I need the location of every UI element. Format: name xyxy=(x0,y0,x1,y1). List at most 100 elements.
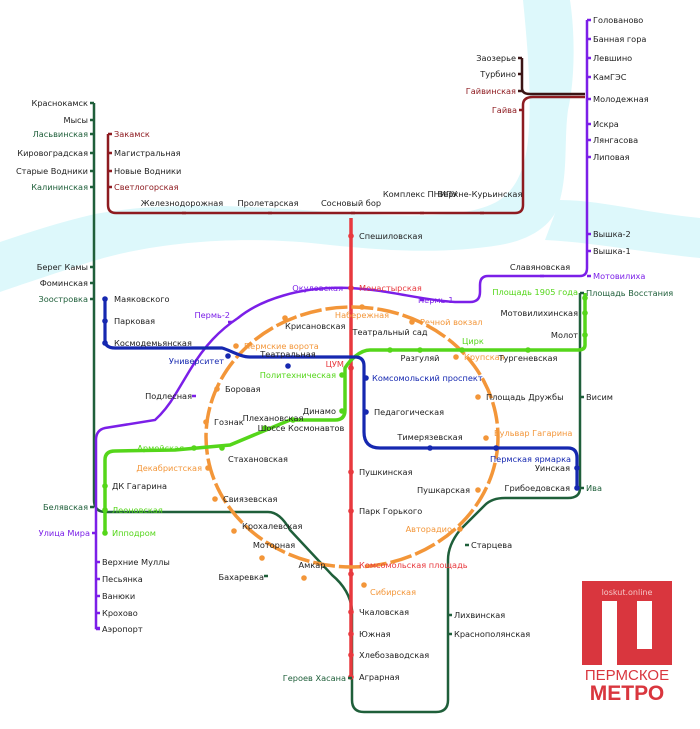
station-label[interactable]: Тургеневская xyxy=(498,353,558,363)
station-label[interactable]: Крохово xyxy=(102,608,138,618)
station-marker[interactable] xyxy=(587,75,591,79)
station-marker[interactable] xyxy=(348,508,354,514)
station-marker[interactable] xyxy=(282,315,288,321)
station-label[interactable]: Грибоедовская xyxy=(505,483,571,493)
station-marker[interactable] xyxy=(348,233,354,239)
station-label[interactable]: ЦУМ xyxy=(326,359,344,369)
station-label[interactable]: Висим xyxy=(586,392,613,402)
station-label[interactable]: Подлесная xyxy=(145,391,192,401)
station-label[interactable]: Пролетарская xyxy=(237,198,298,208)
station-marker[interactable] xyxy=(580,395,584,399)
station-label[interactable]: Железнодорожная xyxy=(141,198,223,208)
station-label[interactable]: Мотовилихинская xyxy=(501,308,579,318)
station-label[interactable]: Пермь-2 xyxy=(194,310,230,320)
station-marker[interactable] xyxy=(457,526,463,532)
station-label[interactable]: Пермь-1 xyxy=(418,295,454,305)
station-label[interactable]: Пермские ворота xyxy=(244,341,319,351)
station-label[interactable]: Авторадио xyxy=(406,524,452,534)
station-label[interactable]: Берег Камы xyxy=(37,262,88,272)
station-marker[interactable] xyxy=(348,285,354,291)
station-marker[interactable] xyxy=(90,185,94,189)
station-marker[interactable] xyxy=(363,409,369,415)
station-label[interactable]: Старые Водники xyxy=(16,166,88,176)
station-marker[interactable] xyxy=(587,274,591,278)
station-marker[interactable] xyxy=(448,632,452,636)
station-label[interactable]: Площадь 1905 года xyxy=(492,287,578,297)
station-label[interactable]: Липовая xyxy=(593,152,630,162)
station-label[interactable]: Вышка-2 xyxy=(593,229,631,239)
station-marker[interactable] xyxy=(540,274,544,278)
station-label[interactable]: Монастырская xyxy=(359,283,422,293)
station-label[interactable]: Крупская xyxy=(464,352,505,362)
station-label[interactable]: Гайва xyxy=(492,105,517,115)
station-marker[interactable] xyxy=(102,483,108,489)
station-marker[interactable] xyxy=(96,560,100,564)
station-label[interactable]: Гознак xyxy=(214,417,244,427)
station-label[interactable]: Молодежная xyxy=(593,94,649,104)
station-label[interactable]: Бульвар Гагарина xyxy=(494,428,572,438)
station-label[interactable]: Леоновская xyxy=(112,505,163,515)
station-marker[interactable] xyxy=(359,304,365,310)
station-label[interactable]: Маяковского xyxy=(114,294,170,304)
station-label[interactable]: Стахановская xyxy=(228,454,288,464)
station-marker[interactable] xyxy=(264,574,268,578)
station-label[interactable]: Уинская xyxy=(535,463,570,473)
station-marker[interactable] xyxy=(574,465,580,471)
station-label[interactable]: Спешиловская xyxy=(359,231,422,241)
station-marker[interactable] xyxy=(203,419,209,425)
station-label[interactable]: Фоминская xyxy=(40,278,88,288)
station-marker[interactable] xyxy=(102,318,108,324)
station-marker[interactable] xyxy=(459,347,465,353)
station-marker[interactable] xyxy=(587,249,591,253)
station-label[interactable]: Боровая xyxy=(225,384,261,394)
station-marker[interactable] xyxy=(268,211,272,215)
station-label[interactable]: Молот xyxy=(551,330,578,340)
station-marker[interactable] xyxy=(108,132,112,136)
station-label[interactable]: Лянгасова xyxy=(593,135,638,145)
station-marker[interactable] xyxy=(448,613,452,617)
station-marker[interactable] xyxy=(90,265,94,269)
station-label[interactable]: Левшино xyxy=(593,53,632,63)
station-label[interactable]: Кировоградская xyxy=(17,148,88,158)
station-label[interactable]: КамГЭС xyxy=(593,72,627,82)
station-marker[interactable] xyxy=(225,353,231,359)
station-marker[interactable] xyxy=(301,575,307,581)
station-marker[interactable] xyxy=(96,627,100,631)
station-label[interactable]: Пушкинская xyxy=(359,467,413,477)
station-marker[interactable] xyxy=(351,211,355,215)
station-label[interactable]: ДК Гагарина xyxy=(112,481,167,491)
station-marker[interactable] xyxy=(574,485,580,491)
station-label[interactable]: Верхние Муллы xyxy=(102,557,170,567)
station-marker[interactable] xyxy=(90,169,94,173)
station-label[interactable]: Цирк xyxy=(462,336,484,346)
station-marker[interactable] xyxy=(259,555,265,561)
station-marker[interactable] xyxy=(108,169,112,173)
station-marker[interactable] xyxy=(475,394,481,400)
station-marker[interactable] xyxy=(519,108,523,112)
station-label[interactable]: Аграрная xyxy=(359,672,400,682)
station-label[interactable]: Лихвинская xyxy=(454,610,505,620)
station-marker[interactable] xyxy=(525,347,531,353)
station-label[interactable]: Вышка-1 xyxy=(593,246,631,256)
station-marker[interactable] xyxy=(363,375,369,381)
station-label[interactable]: Шоссе Космонавтов xyxy=(258,423,345,433)
station-marker[interactable] xyxy=(387,347,393,353)
station-label[interactable]: Ива xyxy=(586,483,602,493)
station-label[interactable]: Сибирская xyxy=(370,587,416,597)
station-label[interactable]: Ласьвинская xyxy=(33,129,88,139)
station-marker[interactable] xyxy=(420,211,424,215)
station-label[interactable]: Пушкарская xyxy=(417,485,470,495)
station-label[interactable]: Декабристская xyxy=(136,463,202,473)
station-marker[interactable] xyxy=(420,298,424,302)
station-label[interactable]: Театральный сад xyxy=(351,327,427,337)
station-label[interactable]: Хлебозаводская xyxy=(359,650,429,660)
station-label[interactable]: Калининская xyxy=(31,182,88,192)
station-label[interactable]: Ванюки xyxy=(102,591,135,601)
station-label[interactable]: Аэропорт xyxy=(102,624,143,634)
station-label[interactable]: Набережная xyxy=(335,310,389,320)
station-label[interactable]: Магистральная xyxy=(114,148,181,158)
station-marker[interactable] xyxy=(102,340,108,346)
station-marker[interactable] xyxy=(587,122,591,126)
station-marker[interactable] xyxy=(465,543,469,547)
station-label[interactable]: Закамск xyxy=(114,129,150,139)
